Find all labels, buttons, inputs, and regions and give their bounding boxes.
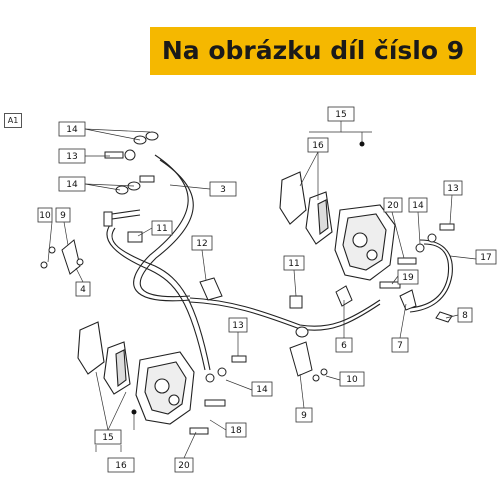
upper-brake-caliper bbox=[334, 204, 396, 281]
callout-leaders bbox=[47, 121, 477, 459]
svg-text:15: 15 bbox=[335, 110, 346, 120]
callout-18: 18 bbox=[225, 422, 247, 438]
callout-14-b: 14 bbox=[58, 176, 86, 192]
callout-15-a: 15 bbox=[327, 106, 355, 122]
callout-bracket-dots bbox=[131, 141, 365, 415]
upper-caliper-bolts bbox=[379, 223, 455, 289]
callout-11-a: 11 bbox=[151, 220, 173, 236]
callout-4: 4 bbox=[75, 281, 91, 297]
svg-text:14: 14 bbox=[66, 125, 78, 135]
callout-17: 17 bbox=[475, 249, 497, 265]
banner-text: Na obrázku díl číslo 9 bbox=[161, 36, 465, 65]
callout-7: 7 bbox=[391, 337, 409, 353]
callout-19: 19 bbox=[397, 269, 419, 285]
callout-20-b: 20 bbox=[174, 457, 194, 473]
callout-13-c: 13 bbox=[228, 317, 248, 333]
svg-text:19: 19 bbox=[402, 273, 414, 283]
callout-13-a: 13 bbox=[58, 148, 86, 164]
svg-text:6: 6 bbox=[341, 341, 347, 351]
svg-text:20: 20 bbox=[387, 201, 399, 211]
lower-brake-caliper bbox=[135, 351, 195, 425]
svg-text:20: 20 bbox=[178, 461, 190, 471]
lower-brake-pads bbox=[77, 321, 131, 395]
callout-10-a: 10 bbox=[37, 207, 53, 223]
callout-13-b: 13 bbox=[443, 180, 463, 196]
svg-text:17: 17 bbox=[480, 253, 491, 263]
callout-9-b: 9 bbox=[295, 407, 313, 423]
callout-14-d: 14 bbox=[251, 381, 273, 397]
svg-text:10: 10 bbox=[346, 375, 358, 385]
callout-14-c: 14 bbox=[408, 197, 428, 213]
callout-8: 8 bbox=[457, 307, 473, 323]
svg-text:10: 10 bbox=[39, 211, 51, 221]
svg-text:11: 11 bbox=[288, 259, 299, 269]
callout-3: 3 bbox=[209, 181, 237, 197]
svg-text:3: 3 bbox=[220, 185, 226, 195]
svg-text:11: 11 bbox=[156, 224, 167, 234]
svg-text:13: 13 bbox=[447, 184, 458, 194]
svg-text:14: 14 bbox=[412, 201, 424, 211]
brackets bbox=[40, 231, 453, 382]
svg-text:9: 9 bbox=[60, 211, 66, 221]
svg-text:14: 14 bbox=[256, 385, 268, 395]
callout-labels: 14 13 14 3 10 9 11 12 4 15 16 13 20 14 1… bbox=[37, 106, 497, 473]
callout-10-b: 10 bbox=[339, 371, 365, 387]
callout-9-a: 9 bbox=[55, 207, 71, 223]
svg-text:14: 14 bbox=[66, 180, 78, 190]
svg-text:18: 18 bbox=[230, 426, 242, 436]
upper-brake-pads bbox=[279, 171, 333, 245]
callout-16-a: 16 bbox=[307, 137, 329, 153]
callout-16-b: 16 bbox=[107, 457, 135, 473]
svg-text:9: 9 bbox=[301, 411, 307, 421]
svg-text:12: 12 bbox=[196, 239, 207, 249]
svg-text:13: 13 bbox=[232, 321, 243, 331]
svg-text:8: 8 bbox=[462, 311, 468, 321]
callout-11-b: 11 bbox=[283, 255, 305, 271]
callout-12: 12 bbox=[191, 235, 213, 251]
svg-text:4: 4 bbox=[80, 285, 86, 295]
svg-text:16: 16 bbox=[312, 141, 324, 151]
figure-corner-tag: A1 bbox=[4, 113, 22, 128]
callout-15-b: 15 bbox=[94, 429, 122, 445]
callout-6: 6 bbox=[335, 337, 353, 353]
svg-text:16: 16 bbox=[115, 461, 127, 471]
banjo-bolts-left bbox=[103, 131, 159, 227]
lower-caliper-bolts bbox=[189, 355, 247, 435]
part-number-banner: Na obrázku díl číslo 9 bbox=[150, 27, 476, 75]
svg-text:7: 7 bbox=[397, 341, 403, 351]
callout-20-a: 20 bbox=[383, 197, 403, 213]
callout-14-a: 14 bbox=[58, 121, 86, 137]
svg-text:13: 13 bbox=[66, 152, 77, 162]
svg-text:15: 15 bbox=[102, 433, 113, 443]
